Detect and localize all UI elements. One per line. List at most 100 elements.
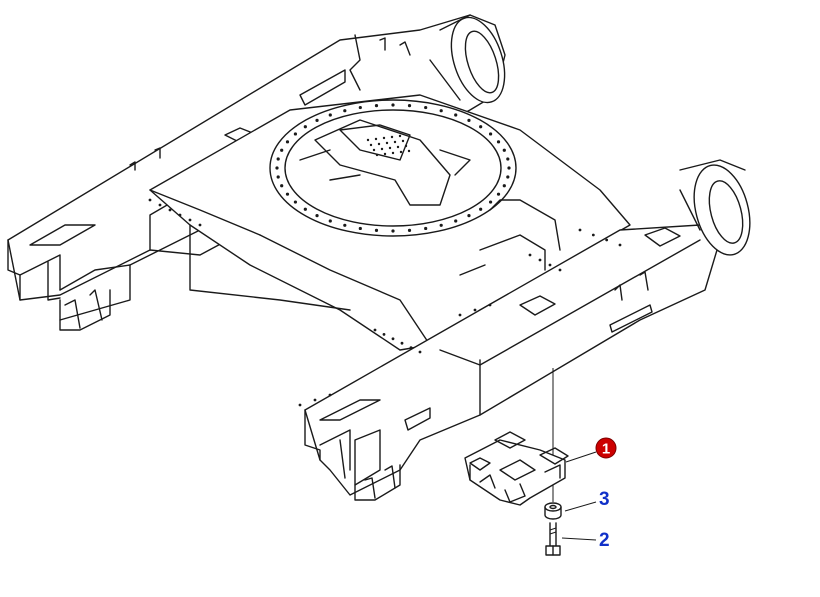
rivet-dot [488, 200, 493, 204]
frame-rivets [148, 198, 622, 407]
rivet-dot [496, 140, 501, 144]
rivet-dot [285, 140, 290, 144]
rivet-dot [400, 341, 404, 345]
rivet-dot [148, 198, 152, 202]
rivet-dot [506, 175, 510, 179]
part-2-bolt [545, 522, 561, 556]
callout-3: 3 [564, 489, 610, 512]
callout-1: 1 [565, 437, 617, 463]
rivet-dot [390, 135, 394, 139]
rivet-dot [369, 143, 373, 147]
track-frame [7, 14, 751, 501]
rivet-dot [374, 137, 378, 141]
rivet-dot [404, 144, 408, 148]
rivet-dot [424, 226, 428, 231]
swing-circle-bolt-holes [275, 103, 511, 233]
rivet-dot [399, 150, 403, 154]
rivet-dot [293, 200, 298, 204]
rivet-dot [382, 136, 386, 140]
rivet-dot [578, 228, 582, 232]
rivet-dot [358, 105, 362, 110]
rivet-dot [298, 403, 302, 407]
rivet-dot [418, 350, 422, 354]
rivet-dot [488, 303, 492, 307]
rivet-dot [178, 213, 182, 217]
rivet-dot [198, 223, 202, 227]
rivet-dot [188, 218, 192, 222]
rivet-dot [407, 149, 411, 153]
rivet-dot [275, 166, 279, 170]
rivet-dot [313, 398, 317, 402]
rivet-dot [558, 268, 562, 272]
rivet-dot [366, 138, 370, 142]
rivet-dot [398, 134, 402, 138]
rivet-dot [375, 153, 379, 157]
rivet-dot [479, 125, 483, 129]
center-body [149, 94, 631, 361]
rivet-dot [507, 166, 511, 170]
leader-line-1 [565, 451, 597, 463]
center-plate-holes [366, 134, 411, 157]
rivet-dot [424, 105, 428, 110]
rivet-dot [454, 219, 458, 223]
rivet-dot [285, 192, 290, 196]
rivet-dot [358, 226, 362, 231]
rivet-dot [496, 192, 501, 196]
rivet-dot [391, 151, 395, 155]
rivet-dot [380, 147, 384, 151]
rivet-dot [391, 229, 395, 233]
rivet-dot [374, 228, 379, 232]
rivet-dot [158, 203, 162, 207]
rivet-dot [303, 207, 307, 211]
rivet-dot [479, 207, 483, 211]
rivet-dot [467, 214, 471, 218]
rivet-dot [374, 104, 379, 108]
rivet-dot [548, 263, 552, 267]
rivet-dot [605, 238, 609, 242]
rivet-dot [372, 148, 376, 152]
callout-2: 2 [561, 530, 610, 551]
rivet-dot [343, 223, 347, 227]
rivet-dot [393, 140, 397, 144]
rivet-dot [473, 308, 477, 312]
rivet-dot [315, 118, 319, 122]
callout-2-label: 2 [599, 530, 610, 551]
leader-line-2 [561, 537, 597, 541]
rivet-dot [328, 113, 332, 117]
rivet-dot [528, 253, 532, 257]
callout-1-label: 1 [602, 441, 610, 458]
callout-3-label: 3 [599, 489, 610, 510]
rivet-dot [439, 223, 443, 227]
rivet-dot [538, 258, 542, 262]
rivet-dot [328, 393, 332, 397]
rivet-dot [373, 328, 377, 332]
rivet-dot [315, 214, 319, 218]
rivet-dot [591, 233, 595, 237]
rivet-dot [276, 157, 280, 161]
rivet-dot [276, 175, 280, 179]
rivet-dot [328, 219, 332, 223]
rivet-dot [385, 141, 389, 145]
rivet-dot [168, 208, 172, 212]
rivet-dot [458, 313, 462, 317]
leader-line-3 [564, 501, 597, 512]
rivet-dot [618, 243, 622, 247]
rivet-dot [502, 148, 506, 152]
rivet-dot [280, 184, 284, 188]
part-3-spacer [544, 502, 562, 520]
rivet-dot [407, 228, 412, 232]
rivet-dot [391, 103, 395, 107]
callout-1-badge [595, 437, 617, 459]
rivet-dot [343, 109, 347, 113]
rivet-dot [409, 346, 413, 349]
rivet-dot [454, 113, 458, 117]
rivet-dot [396, 145, 400, 149]
rivet-dot [407, 104, 412, 108]
rivet-dot [506, 157, 510, 161]
rivet-dot [382, 333, 386, 336]
rivet-dot [391, 337, 395, 341]
rivet-dot [467, 118, 471, 122]
rivet-dot [303, 125, 307, 129]
rivet-dot [383, 152, 387, 156]
